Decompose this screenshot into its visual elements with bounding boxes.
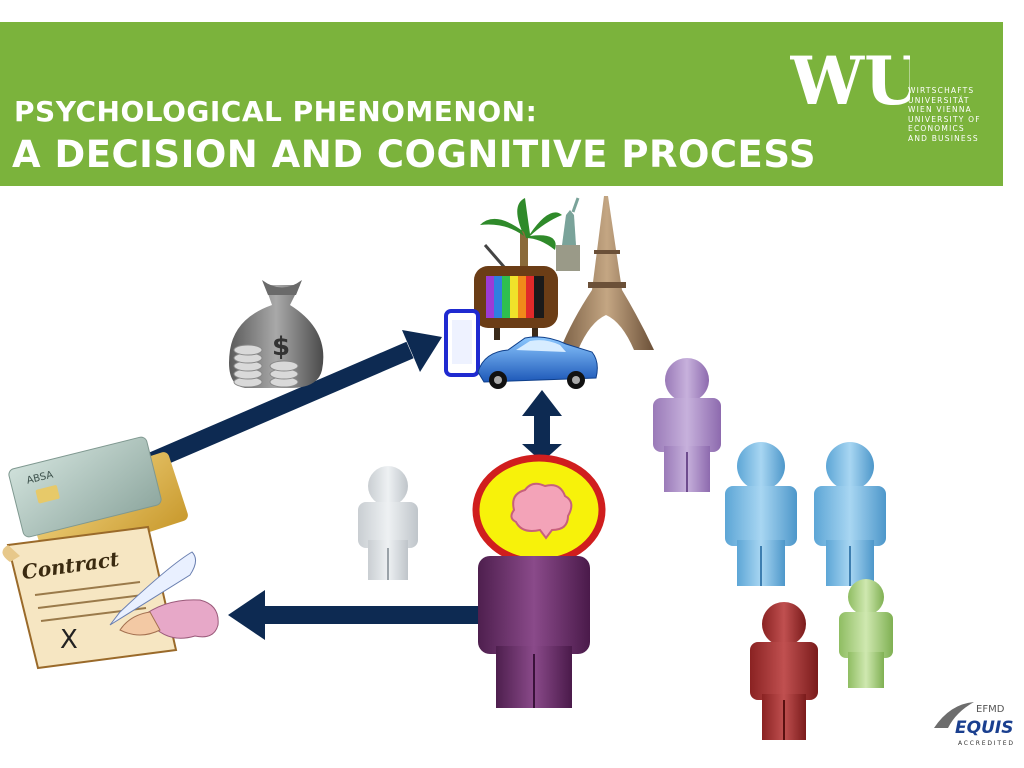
slide-title-line1: PSYCHOLOGICAL PHENOMENON: bbox=[14, 95, 538, 128]
wu-logo-icon: WU bbox=[790, 48, 910, 110]
wu-logo-line: UNIVERSITY OF bbox=[908, 114, 981, 124]
person-icon bbox=[814, 442, 886, 586]
smartphone-icon bbox=[444, 309, 480, 377]
wu-logo-line: WIEN VIENNA bbox=[908, 105, 972, 114]
wu-logo-line: ECONOMICS bbox=[908, 124, 965, 133]
double-arrow bbox=[522, 390, 562, 462]
brain-icon bbox=[510, 482, 573, 540]
svg-text:X: X bbox=[60, 625, 78, 655]
person-icon bbox=[750, 602, 818, 740]
arrow-to-products bbox=[146, 330, 442, 471]
equis-efmd-label: EFMD bbox=[976, 704, 1005, 715]
money-bag-icon: $ bbox=[229, 280, 324, 388]
arrow-to-contract bbox=[228, 590, 482, 640]
title-banner bbox=[0, 22, 1003, 186]
tv-icon bbox=[474, 244, 558, 340]
person-icon bbox=[839, 579, 893, 688]
person-icon bbox=[358, 466, 418, 580]
person-icon bbox=[725, 442, 797, 586]
wu-logo-mark: WU bbox=[790, 48, 910, 110]
credit-cards-icon: ABSA bbox=[8, 436, 188, 564]
contract-icon: Contract X bbox=[2, 525, 219, 670]
equis-accredited-label: ACCREDITED bbox=[958, 740, 1015, 747]
statue-of-liberty-icon bbox=[556, 197, 580, 271]
eiffel-tower-icon bbox=[560, 196, 654, 350]
car-icon bbox=[477, 336, 598, 389]
wu-logo-text: WIRTSCHAFTS UNIVERSITÄT WIEN VIENNA UNIV… bbox=[908, 86, 981, 143]
wu-logo-line: WIRTSCHAFTS bbox=[908, 86, 975, 95]
equis-logo-icon bbox=[934, 702, 974, 728]
decision-illustration: $ ABSA Contract X bbox=[2, 196, 893, 740]
svg-text:$: $ bbox=[272, 332, 290, 362]
wu-logo-line: AND BUSINESS bbox=[908, 133, 979, 143]
person-icon bbox=[653, 358, 721, 492]
slide-title-line2: A DECISION AND COGNITIVE PROCESS bbox=[12, 133, 816, 176]
palm-tree-icon bbox=[480, 198, 562, 290]
wu-logo-line: UNIVERSITÄT bbox=[908, 95, 970, 105]
equis-name-label: EQUIS bbox=[955, 718, 1014, 738]
